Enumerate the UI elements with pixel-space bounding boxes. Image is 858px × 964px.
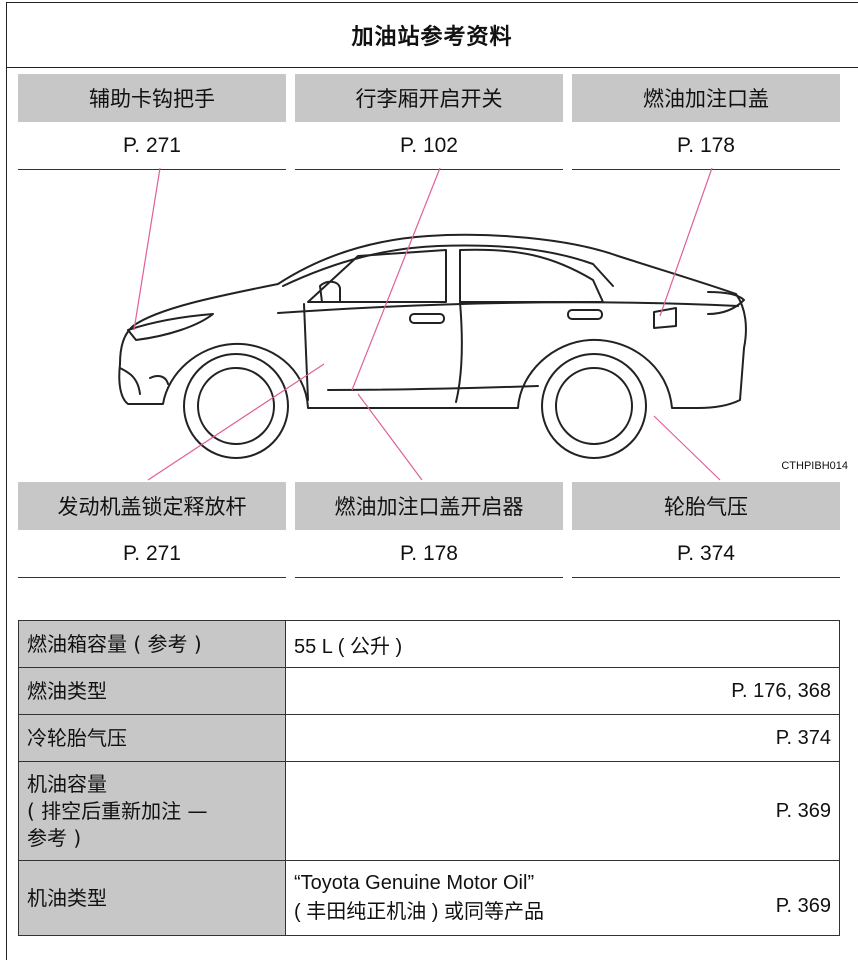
front-wheel-rim — [197, 367, 275, 445]
rear-window — [459, 248, 604, 303]
page-ref[interactable]: P. 178 — [295, 530, 563, 578]
rocker — [327, 385, 539, 391]
fuel-door — [653, 307, 677, 329]
rear-door — [455, 301, 463, 403]
callout-label: 燃油加注口盖 — [572, 74, 840, 122]
page-ref[interactable]: P. 271 — [18, 122, 286, 170]
callout-label: 辅助卡钩把手 — [18, 74, 286, 122]
page-ref[interactable]: P. 271 — [18, 530, 286, 578]
table-row: 冷轮胎气压 P. 374 — [18, 714, 840, 762]
table-row: 机油类型 “Toyota Genuine Motor Oil” ( 丰田纯正机油… — [18, 860, 840, 936]
page-ref[interactable]: P. 369 — [775, 895, 831, 917]
rear-wheel-rim — [555, 367, 633, 445]
fog-light — [149, 375, 169, 385]
label-line: 参考 ) — [27, 825, 82, 850]
callout-tire-pressure: 轮胎气压 P. 374 — [572, 482, 840, 578]
page-frame-left — [6, 2, 7, 960]
headlight — [127, 313, 214, 341]
callout-label: 发动机盖锁定释放杆 — [18, 482, 286, 530]
front-bumper — [119, 367, 141, 395]
spec-label-tire-pressure: 冷轮胎气压 — [18, 714, 286, 762]
pointer-tire-pressure — [653, 415, 721, 481]
pointer-fuel-door — [659, 168, 713, 317]
image-code: CTHPIBH014 — [781, 460, 848, 472]
callout-assist-grip: 辅助卡钩把手 P. 271 — [18, 74, 286, 170]
page-ref[interactable]: P. 374 — [775, 726, 831, 749]
tail-light — [707, 291, 745, 315]
table-row: 燃油箱容量 ( 参考 ) 55 L ( 公升 ) — [18, 620, 840, 668]
front-wheel — [183, 353, 289, 459]
pointer-trunk-switch — [351, 168, 441, 391]
spec-label-fuel-capacity: 燃油箱容量 ( 参考 ) — [18, 620, 286, 668]
callout-label: 轮胎气压 — [572, 482, 840, 530]
spec-label-fuel-type: 燃油类型 — [18, 667, 286, 715]
spec-label-oil-capacity: 机油容量 ( 排空后重新加注 — 参考 ) — [18, 761, 286, 861]
callout-label: 行李厢开启开关 — [295, 74, 563, 122]
table-row: 燃油类型 P. 176, 368 — [18, 667, 840, 715]
callout-hood-release: 发动机盖锁定释放杆 P. 271 — [18, 482, 286, 578]
spec-value-fuel-type: P. 176, 368 — [285, 667, 840, 715]
front-door — [303, 303, 309, 401]
window-line — [282, 244, 614, 287]
callout-fuel-door-opener: 燃油加注口盖开启器 P. 178 — [295, 482, 563, 578]
spec-value-fuel-capacity: 55 L ( 公升 ) — [285, 620, 840, 668]
table-row: 机油容量 ( 排空后重新加注 — 参考 ) P. 369 — [18, 761, 840, 861]
label-line: 机油容量 — [27, 771, 107, 796]
car-body-outline — [118, 233, 747, 409]
rear-wheel — [541, 353, 647, 459]
front-window — [307, 249, 447, 303]
door-handle-rear — [567, 309, 603, 320]
callout-fuel-door: 燃油加注口盖 P. 178 — [572, 74, 840, 170]
spec-value-tire-pressure: P. 374 — [285, 714, 840, 762]
spec-label-oil-type: 机油类型 — [18, 860, 286, 936]
value-line: ( 丰田纯正机油 ) 或同等产品 — [294, 901, 544, 923]
callout-trunk-switch: 行李厢开启开关 P. 102 — [295, 74, 563, 170]
label-line: ( 排空后重新加注 — — [27, 798, 208, 823]
specs-table: 燃油箱容量 ( 参考 ) 55 L ( 公升 ) 燃油类型 P. 176, 36… — [18, 620, 840, 936]
callout-label: 燃油加注口盖开启器 — [295, 482, 563, 530]
value-line: “Toyota Genuine Motor Oil” — [294, 872, 535, 894]
spec-value-oil-type: “Toyota Genuine Motor Oil” ( 丰田纯正机油 ) 或同… — [285, 860, 840, 936]
car-side-diagram — [118, 168, 747, 481]
value-line-with-ref: ( 丰田纯正机油 ) 或同等产品 P. 369 — [294, 895, 831, 924]
page-ref[interactable]: P. 176, 368 — [731, 679, 831, 702]
door-handle-front — [409, 313, 445, 324]
page-title: 加油站参考资料 — [6, 2, 858, 68]
beltline — [277, 301, 739, 314]
page-ref[interactable]: P. 102 — [295, 122, 563, 170]
page-ref[interactable]: P. 374 — [572, 530, 840, 578]
side-mirror — [319, 280, 341, 303]
pointer-fuel-opener — [357, 393, 423, 481]
pointer-hood-release — [147, 363, 325, 481]
page-ref[interactable]: P. 178 — [572, 122, 840, 170]
page-ref[interactable]: P. 369 — [775, 799, 831, 822]
spec-value-oil-capacity: P. 369 — [285, 761, 840, 861]
pointer-assist-grip — [133, 168, 161, 331]
